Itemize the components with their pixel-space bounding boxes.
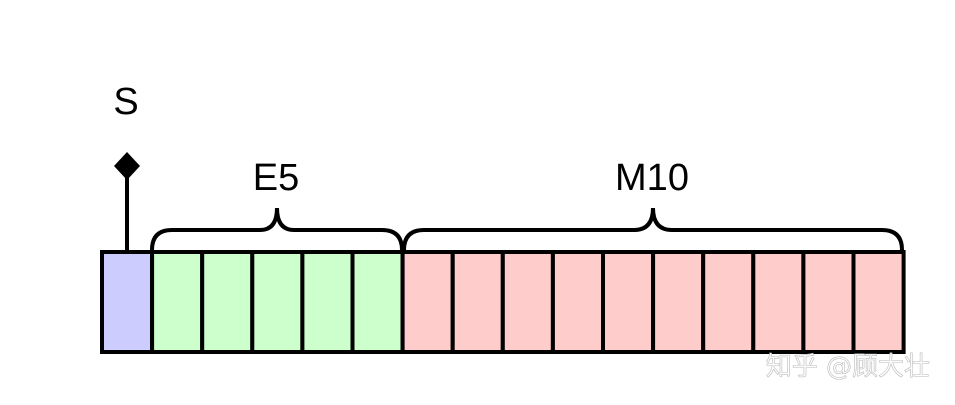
mantissa-bit-cell <box>450 250 505 354</box>
mantissa-bit-cell <box>851 250 906 354</box>
sign-pointer-diamond <box>114 152 140 180</box>
mantissa-bit-cell <box>550 250 606 354</box>
mantissa-bit-cell <box>400 250 455 354</box>
mantissa-label: M10 <box>615 157 689 199</box>
sign-bit-cell <box>100 250 155 354</box>
mantissa-bit-cell <box>500 250 555 354</box>
mantissa-bit-cell <box>701 250 756 354</box>
exponent-bit-cell <box>350 250 405 354</box>
exponent-bit-cell <box>250 250 305 354</box>
bit-cells <box>100 250 906 354</box>
mantissa-bit-cell <box>751 250 806 354</box>
exponent-label: E5 <box>253 157 299 199</box>
exponent-bit-cell <box>200 250 255 354</box>
watermark: 知乎 @顾大壮 <box>766 352 930 382</box>
mantissa-bit-cell <box>801 250 856 354</box>
exponent-bit-cell <box>300 250 355 354</box>
mantissa-brace <box>402 207 904 251</box>
exponent-brace <box>150 207 404 251</box>
sign-label: S <box>113 81 138 123</box>
mantissa-bit-cell <box>651 250 706 354</box>
exponent-bit-cell <box>150 250 205 354</box>
mantissa-bit-cell <box>601 250 656 354</box>
